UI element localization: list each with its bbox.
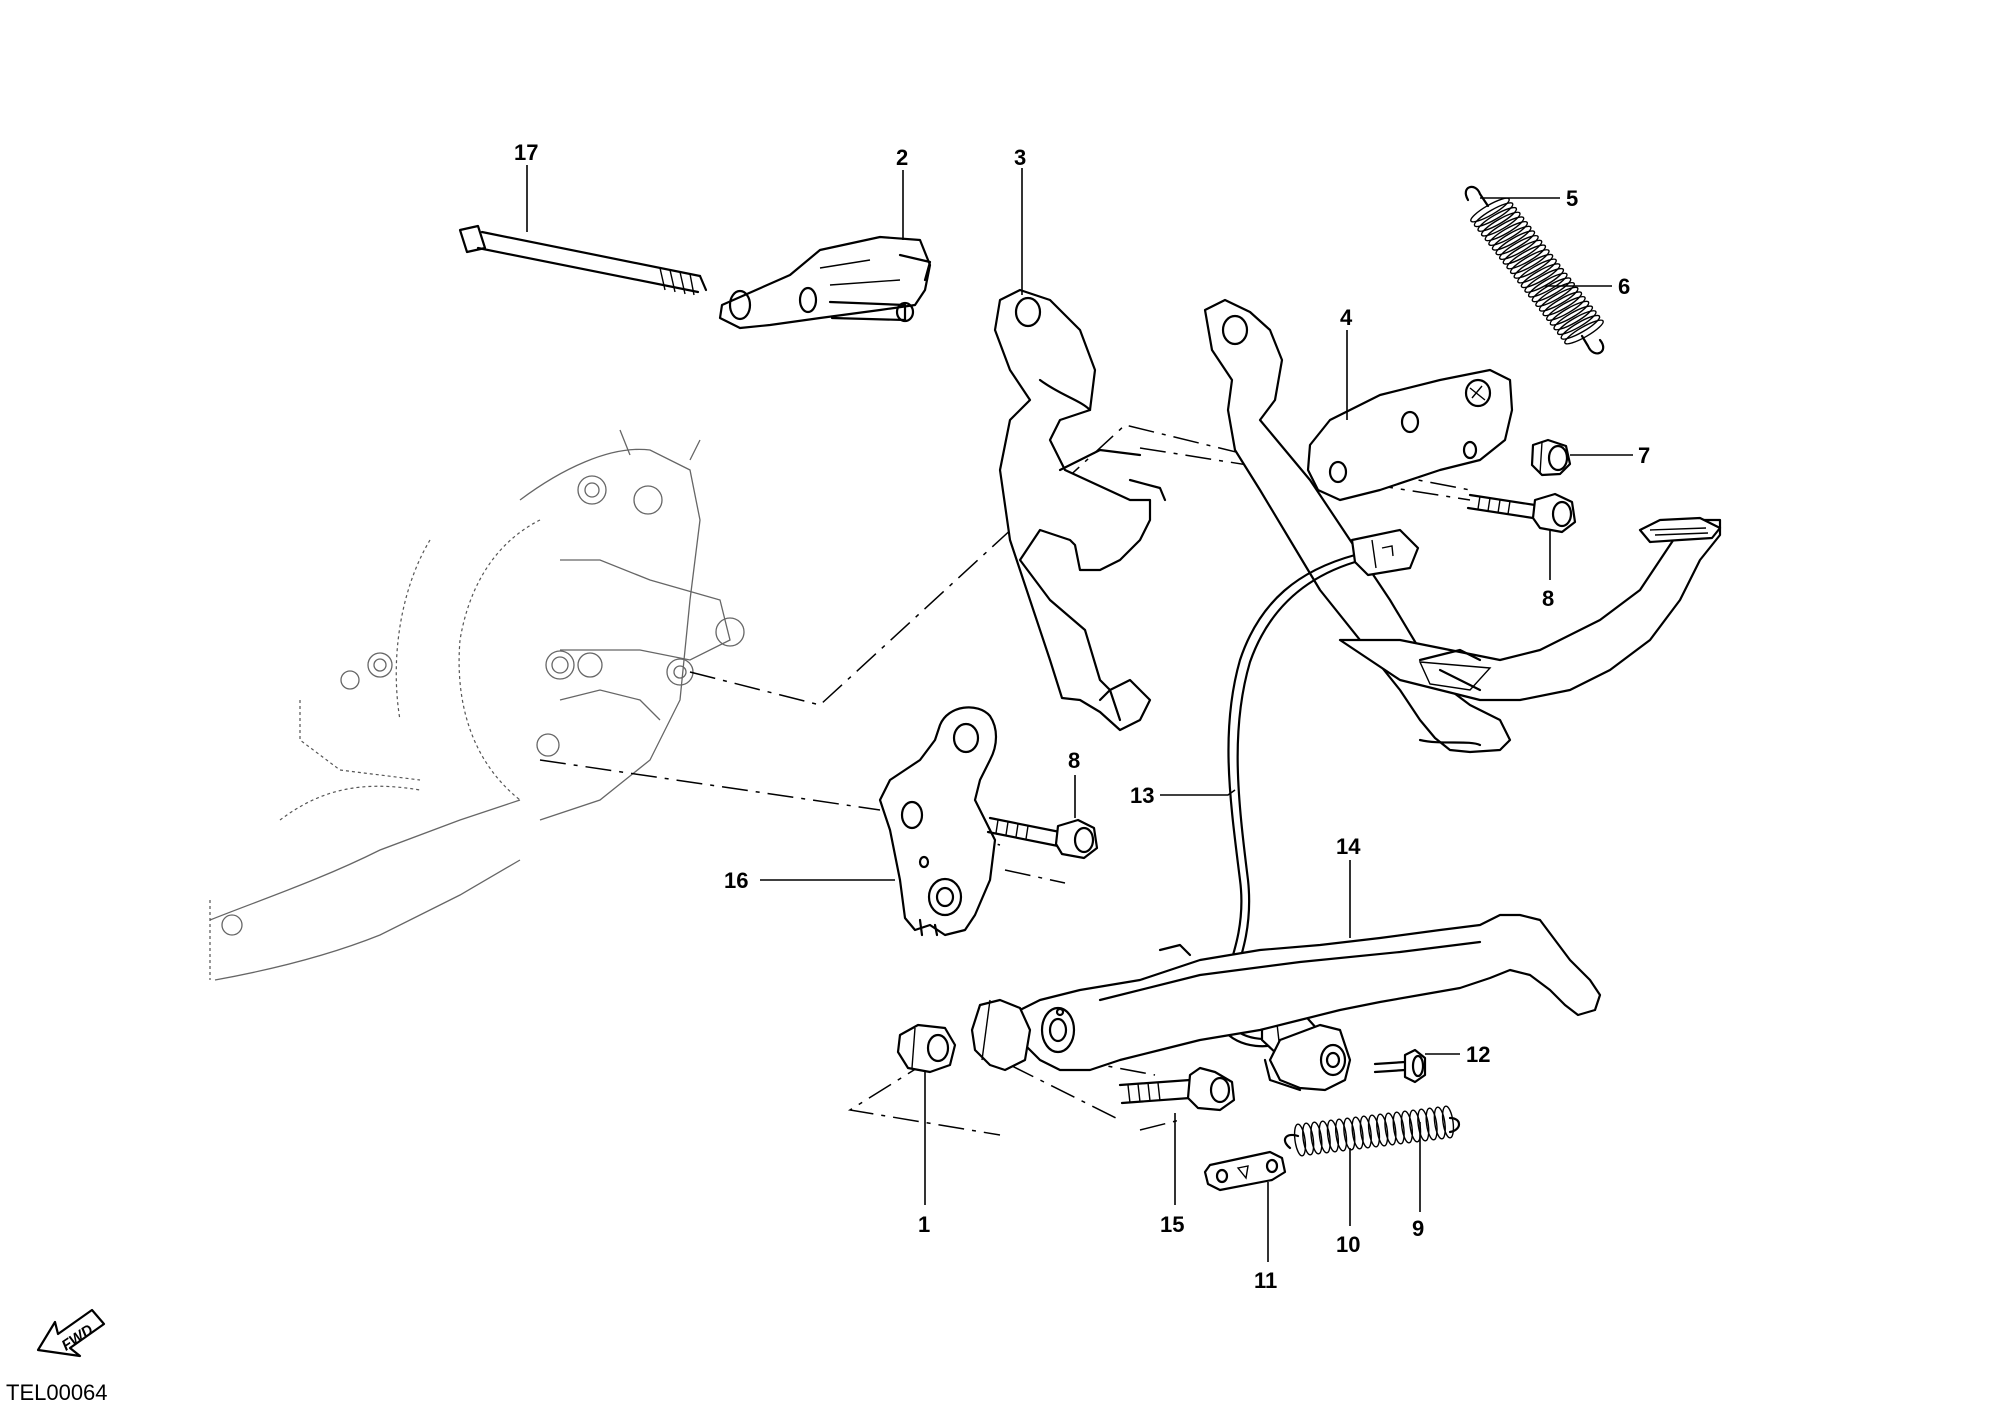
spring-coil [1495,230,1536,256]
spring-coil [1310,1121,1323,1155]
callout-14: 14 [1336,834,1361,859]
spring-coil [1400,1110,1414,1144]
spring-coil [1392,1111,1405,1145]
callout-12: 12 [1466,1042,1490,1067]
spring-coil [1425,1107,1438,1141]
callout-5: 5 [1566,186,1578,211]
spring-coil [1506,244,1547,270]
part-16-bracket [878,706,998,937]
callout-4: 4 [1340,305,1353,330]
spring-coil [1513,253,1554,279]
spring-coil [1556,310,1597,336]
callout-9: 9 [1412,1216,1424,1241]
part-4-plate [1306,368,1514,502]
spring-coil [1318,1120,1331,1154]
spring-coil [1384,1112,1397,1146]
spring-coil [1560,314,1601,340]
spring-coil [1376,1113,1389,1147]
spring-coil [1542,291,1583,317]
part-7-nut [1530,438,1572,477]
spring-coil [1417,1108,1430,1142]
part-10-spring [1283,1105,1461,1157]
callout-1: 1 [918,1212,930,1237]
spring-coil [1473,202,1514,228]
spring-coil [1549,300,1590,326]
spring-coil [1517,258,1557,284]
spring-coil [1367,1114,1381,1148]
part-15-pivot-bolt [1118,1066,1236,1112]
spring-coil [1488,220,1529,247]
callout-17: 17 [514,140,538,165]
part-3-centre-stand [993,288,1722,754]
spring-coil [1480,211,1521,237]
part-14-side-stand [970,913,1602,1092]
spring-coil [1470,197,1510,223]
callout-15: 15 [1160,1212,1184,1237]
spring-coil [1535,281,1576,308]
part-8-bolt-upper [1466,492,1577,534]
spring-coil [1509,249,1550,275]
spring-coil [1520,263,1561,289]
callout-leaders [526,165,1633,1262]
spring-coil [1293,1123,1307,1157]
spring-coil [1498,234,1539,261]
callout-10: 10 [1336,1232,1360,1257]
part-1-bushing [896,1023,957,1074]
spring-coil [1545,295,1586,322]
callout-3: 3 [1014,145,1026,170]
spring-coil [1326,1119,1340,1153]
spring-coil [1433,1106,1446,1140]
spring-coil [1351,1116,1364,1150]
callout-13: 13 [1130,783,1154,808]
fwd-arrow-icon: FWD [36,1308,106,1358]
spring-coil [1343,1117,1356,1151]
callout-16: 16 [724,868,748,893]
spring-coil [1553,305,1594,331]
part-12-screw [1373,1048,1427,1084]
part-17-long-bolt [458,224,708,296]
callout-7: 7 [1638,443,1650,468]
spring-coil [1527,272,1568,298]
callout-2: 2 [896,145,908,170]
callout-labels: 17 2 3 4 5 6 7 8 8 9 10 11 12 13 14 15 1… [514,140,1650,1293]
callout-11: 11 [1254,1268,1277,1293]
part-8-bolt-lower [986,816,1099,860]
spring-coil [1491,225,1532,251]
engine-crankcase-outline [209,429,745,981]
callout-6: 6 [1618,274,1630,299]
callout-8-upper: 8 [1542,586,1554,611]
spring-coil [1524,267,1565,293]
spring-coil [1477,206,1518,232]
alignment-lines [539,424,1471,1136]
part-11-plate [1203,1150,1287,1192]
spring-coil [1441,1105,1455,1139]
part-2-bracket [718,235,932,330]
spring-coil [1502,239,1543,265]
callout-8-lower: 8 [1068,748,1080,773]
spring-coil [1302,1122,1315,1156]
spring-coil [1538,286,1579,312]
spring-coil [1564,319,1604,345]
drawing-reference-code: TEL00064 [6,1380,108,1405]
part-6-spring [1464,185,1605,355]
spring-coil [1484,216,1525,242]
spring-coil [1334,1118,1348,1152]
spring-coil [1359,1115,1372,1149]
